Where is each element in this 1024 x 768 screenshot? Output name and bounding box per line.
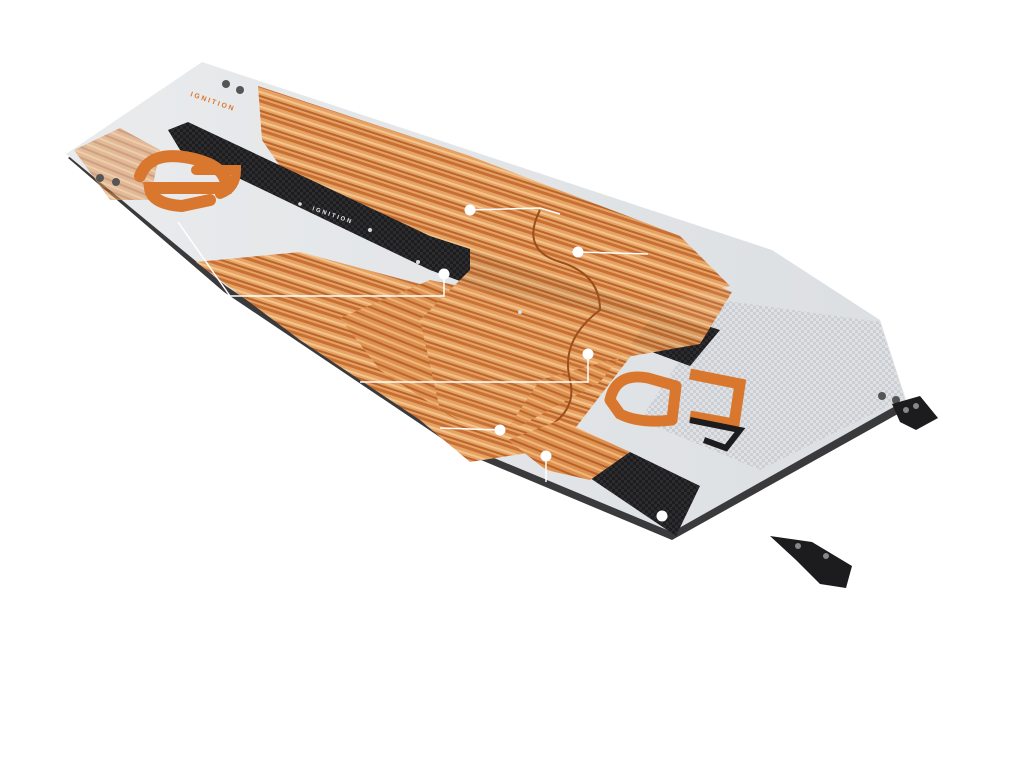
nose-logo bbox=[134, 150, 242, 213]
nose-wood-pad bbox=[74, 128, 160, 200]
callout-lines bbox=[177, 207, 649, 482]
callout-line bbox=[360, 354, 589, 383]
callout-dots bbox=[438, 204, 668, 522]
callout-line bbox=[469, 207, 561, 215]
callout-dot-icon bbox=[494, 424, 506, 436]
callout-dot-icon bbox=[572, 246, 584, 258]
wood-layer-edge bbox=[519, 209, 602, 441]
wood-layer-top bbox=[420, 200, 732, 440]
callout-dot-icon bbox=[438, 268, 450, 280]
callout-line bbox=[177, 221, 445, 297]
insert-screw-icons bbox=[96, 80, 900, 404]
fin-icon bbox=[770, 536, 852, 588]
callout-line bbox=[439, 427, 501, 431]
callout-dot-icon bbox=[540, 450, 552, 462]
callout-dot-icon bbox=[464, 204, 476, 216]
callout-dot-icon bbox=[656, 510, 668, 522]
fin-icon bbox=[892, 396, 938, 430]
tail-wood-patch bbox=[508, 420, 630, 480]
tail-logo bbox=[604, 368, 747, 452]
callout-dot-icon bbox=[582, 348, 594, 360]
tail-carbon-patch bbox=[590, 452, 700, 536]
callout-line bbox=[577, 251, 649, 255]
